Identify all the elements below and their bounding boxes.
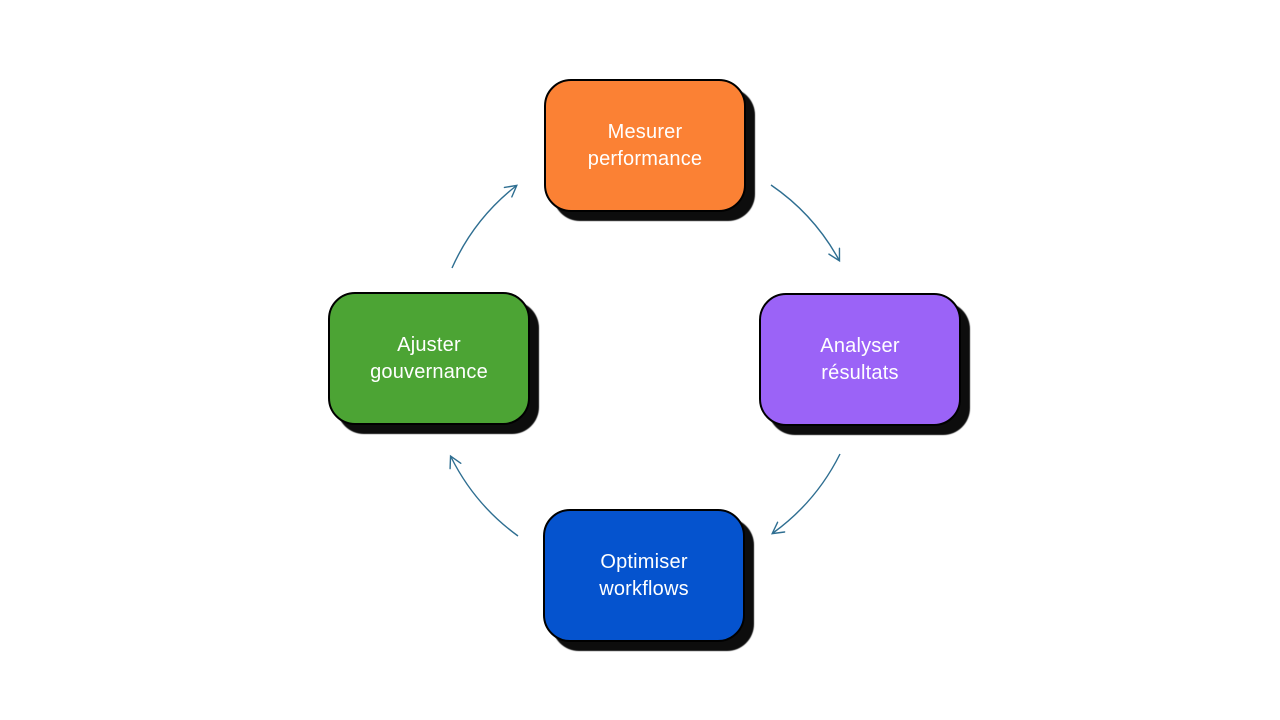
arrow-mesurer-to-analyser-icon bbox=[770, 184, 841, 263]
arrow-optimiser-to-ajuster-icon bbox=[449, 454, 519, 537]
node-ajuster-gouvernance-label: Ajuster gouvernance bbox=[370, 334, 488, 383]
node-ajuster-gouvernance: Ajuster gouvernance bbox=[328, 292, 530, 425]
node-analyser-resultats: Analyser résultats bbox=[759, 293, 961, 426]
node-optimiser-workflows: Optimiser workflows bbox=[543, 509, 745, 642]
arrow-ajuster-to-mesurer-icon bbox=[451, 184, 518, 269]
arrow-analyser-to-optimiser-icon bbox=[771, 453, 841, 535]
node-optimiser-workflows-label: Optimiser workflows bbox=[599, 551, 689, 600]
node-mesurer-performance: Mesurer performance bbox=[544, 79, 746, 212]
node-analyser-resultats-label: Analyser résultats bbox=[820, 335, 900, 384]
node-mesurer-performance-label: Mesurer performance bbox=[587, 121, 703, 170]
